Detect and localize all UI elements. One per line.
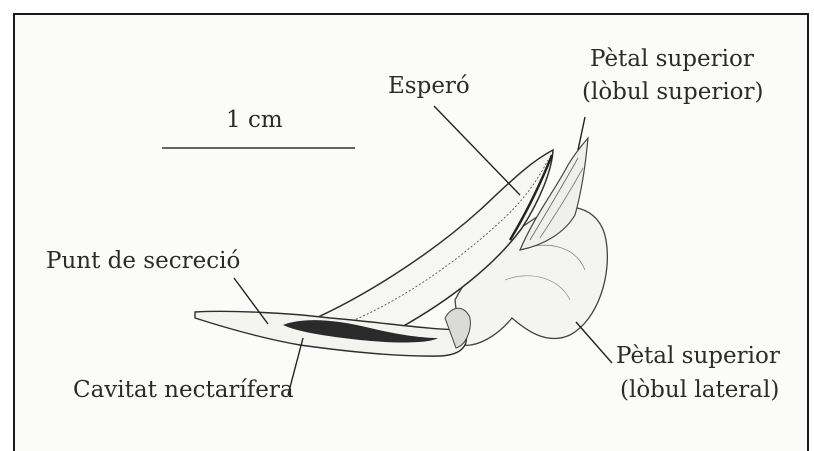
label-nectar-cavity: Cavitat nectarífera	[73, 377, 294, 405]
label-lateral-lobe-line2: (lòbul lateral)	[620, 377, 779, 405]
label-spur: Esperó	[388, 73, 470, 101]
label-upper-lobe-line1: Pètal superior	[590, 46, 754, 74]
leader-spur	[434, 106, 520, 195]
label-secretion-point: Punt de secreció	[46, 248, 240, 276]
leader-lateral-lobe	[576, 322, 612, 363]
label-lateral-lobe-line1: Pètal superior	[616, 343, 780, 371]
scale-label: 1 cm	[226, 107, 283, 135]
label-upper-lobe-line2: (lòbul superior)	[582, 79, 764, 107]
